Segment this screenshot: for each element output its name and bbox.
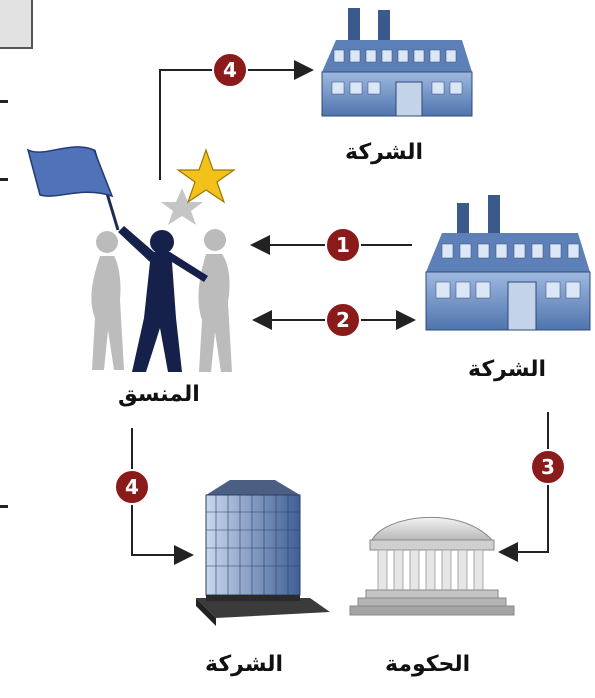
svg-text:2: 2 <box>336 308 350 332</box>
svg-text:4: 4 <box>223 58 237 82</box>
svg-text:3: 3 <box>541 455 555 479</box>
step-badge-1: 1 <box>325 227 361 263</box>
coordinator-icon <box>26 146 236 372</box>
step-badge-2: 2 <box>325 302 361 338</box>
edge-tick <box>0 505 8 508</box>
svg-text:1: 1 <box>336 233 350 257</box>
label-company-top: الشركة <box>345 140 424 165</box>
step-badge-bottom-4: 4 <box>114 469 150 505</box>
svg-text:4: 4 <box>125 475 139 499</box>
factory-right-icon <box>425 195 591 331</box>
label-coordinator: المنسق <box>118 382 200 407</box>
label-government: الحكومة <box>385 652 471 677</box>
step-badge-3: 3 <box>530 449 566 485</box>
step-badge-top-4: 4 <box>212 52 248 88</box>
government-building-icon <box>349 516 515 616</box>
edge-tick <box>0 178 8 181</box>
label-company-right: الشركة <box>468 357 547 382</box>
label-company-bottom: الشركة <box>205 652 284 677</box>
tower-building-icon <box>196 480 330 626</box>
edge-tick <box>0 100 8 103</box>
arrow-4-top <box>159 60 314 180</box>
corner-box <box>0 0 33 49</box>
factory-top-icon <box>321 8 473 117</box>
